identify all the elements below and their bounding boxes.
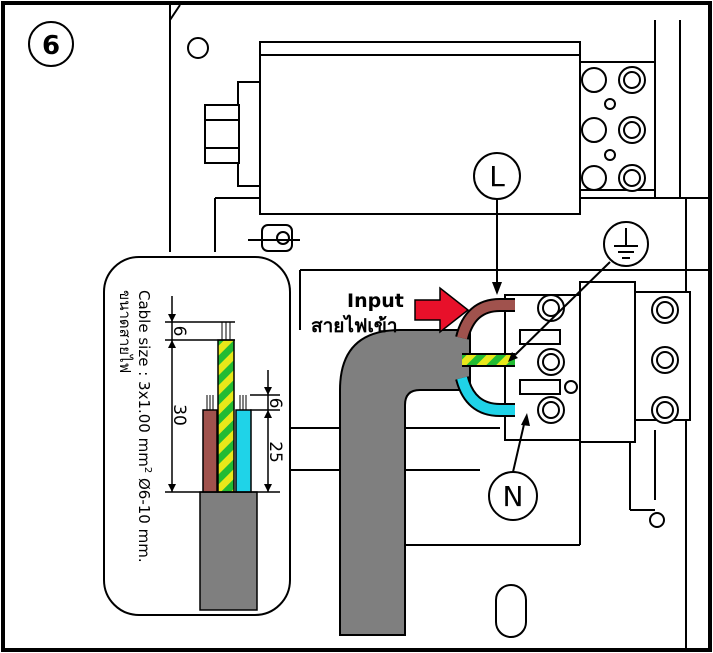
terminal-block xyxy=(504,281,691,443)
filter-terminals xyxy=(579,61,656,192)
live-label: L xyxy=(489,160,505,193)
earth-ground-icon xyxy=(603,221,649,267)
cable-spec: Cable size : 3x1.00 mm2 Ø6-10 mm. xyxy=(135,290,153,563)
cable-detail-callout: 6 30 6 25 Cable size : 3x1.00 mm2 Ø6-10 … xyxy=(103,256,291,616)
filter-box xyxy=(204,41,581,215)
dim-strip-outer: 6 xyxy=(169,326,189,337)
cable-spec-thai: ขนาดสายไฟ xyxy=(116,290,134,373)
input-label-thai: สายไฟเข้า xyxy=(311,314,398,337)
neutral-label: N xyxy=(503,480,524,513)
slot-hole xyxy=(495,584,527,638)
dim-earth-length: 30 xyxy=(169,404,189,426)
step-number: 6 xyxy=(42,31,60,61)
mounting-hole xyxy=(649,512,665,528)
input-cable xyxy=(339,329,471,636)
dim-strip-inner: 6 xyxy=(265,398,285,409)
dim-phase-length: 25 xyxy=(265,441,285,463)
fastener xyxy=(248,224,300,252)
input-arrow-icon xyxy=(414,286,470,334)
input-label: Input xyxy=(347,290,404,312)
step-badge xyxy=(28,21,74,67)
mounting-hole xyxy=(187,37,209,59)
